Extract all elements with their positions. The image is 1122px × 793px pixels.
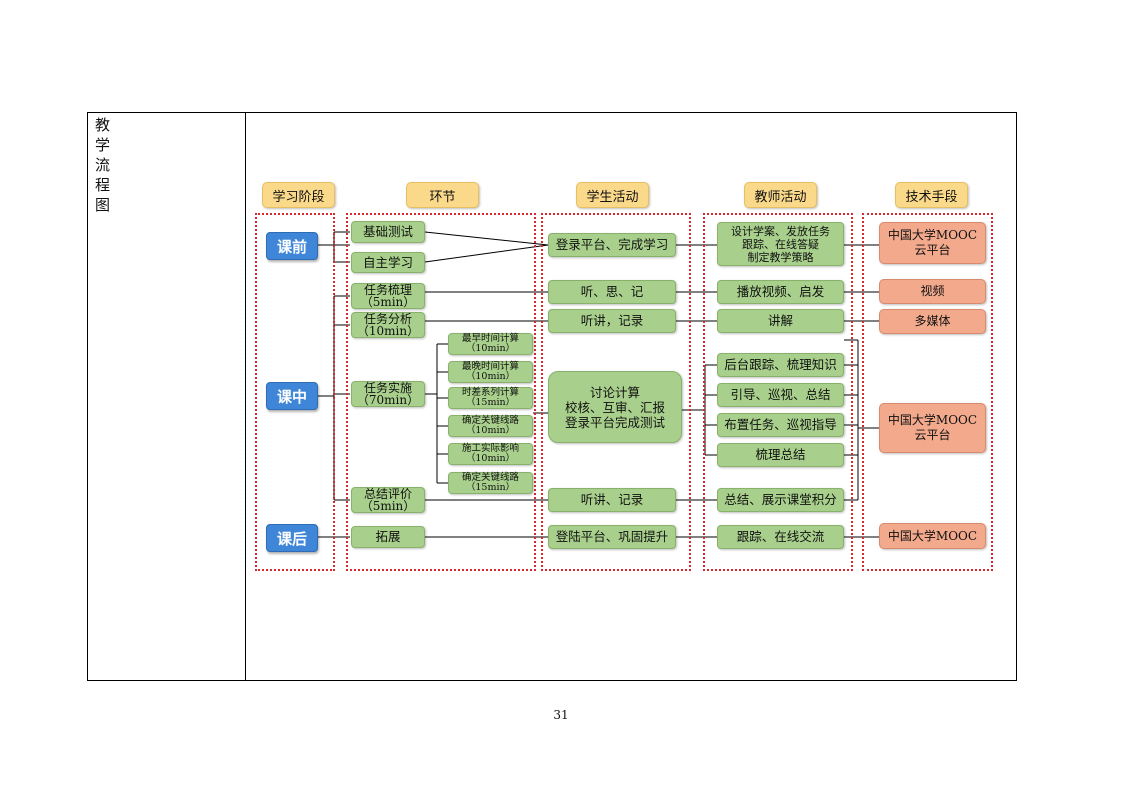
group-segment (346, 213, 536, 571)
subtask-float-series: 时差系列计算（15min） (448, 387, 533, 409)
segment-summary-evaluation: 总结评价（5min） (351, 487, 425, 513)
group-teacher (703, 213, 853, 571)
teacher-guide: 引导、巡视、总结 (717, 383, 844, 407)
header-tech-means: 技术手段 (895, 182, 968, 208)
group-student (541, 213, 691, 571)
teacher-follow-up: 跟踪、在线交流 (717, 525, 844, 549)
header-segment: 环节 (406, 182, 479, 208)
column-divider (245, 112, 246, 681)
segment-extension: 拓展 (351, 526, 425, 548)
student-listen-think: 听、思、记 (548, 280, 676, 304)
tech-multimedia: 多媒体 (879, 309, 986, 334)
segment-basic-test: 基础测试 (351, 221, 425, 243)
student-discussion: 讨论计算校核、互审、汇报登录平台完成测试 (548, 371, 682, 443)
subtask-construction-impact: 施工实际影响（10min） (448, 443, 533, 465)
segment-self-study: 自主学习 (351, 252, 425, 273)
student-listen-note-1: 听讲，记录 (548, 309, 676, 333)
teacher-play-video: 播放视频、启发 (717, 280, 844, 304)
stage-after-class: 课后 (266, 524, 318, 552)
table-frame (87, 112, 1017, 681)
teacher-explain: 讲解 (717, 309, 844, 333)
subtask-critical-path-2: 确定关键线路（15min） (448, 472, 533, 494)
segment-task-sort: 任务梳理（5min） (351, 283, 425, 309)
group-stage (255, 213, 335, 571)
student-listen-note-2: 听讲、记录 (548, 488, 676, 512)
stage-in-class: 课中 (266, 382, 318, 410)
segment-task-analysis: 任务分析（10min） (351, 312, 425, 338)
teacher-backend-track: 后台跟踪、梳理知识 (717, 353, 844, 377)
tech-video: 视频 (879, 279, 986, 304)
row-label: 教学流程图 (95, 116, 111, 214)
teacher-summary-score: 总结、展示课堂积分 (717, 488, 844, 512)
header-stage: 学习阶段 (262, 182, 335, 208)
subtask-earliest-time: 最早时间计算（10min） (448, 333, 533, 355)
header-teacher-activity: 教师活动 (744, 182, 817, 208)
student-login-complete: 登录平台、完成学习 (548, 233, 676, 257)
teacher-assign: 布置任务、巡视指导 (717, 413, 844, 437)
student-login-consolidate: 登陆平台、巩固提升 (548, 525, 676, 549)
subtask-latest-time: 最晚时间计算（10min） (448, 361, 533, 383)
stage-before-class: 课前 (266, 232, 318, 260)
subtask-critical-path-1: 确定关键线路（10min） (448, 415, 533, 437)
teacher-design: 设计学案、发放任务跟踪、在线答疑制定教学策略 (717, 222, 844, 266)
teacher-sort-summary: 梳理总结 (717, 443, 844, 467)
tech-mooc: 中国大学MOOC (879, 523, 986, 549)
header-student-activity: 学生活动 (576, 182, 649, 208)
group-tech (862, 213, 993, 571)
segment-task-implementation: 任务实施（70min） (351, 381, 425, 407)
page-number: 31 (553, 708, 569, 722)
